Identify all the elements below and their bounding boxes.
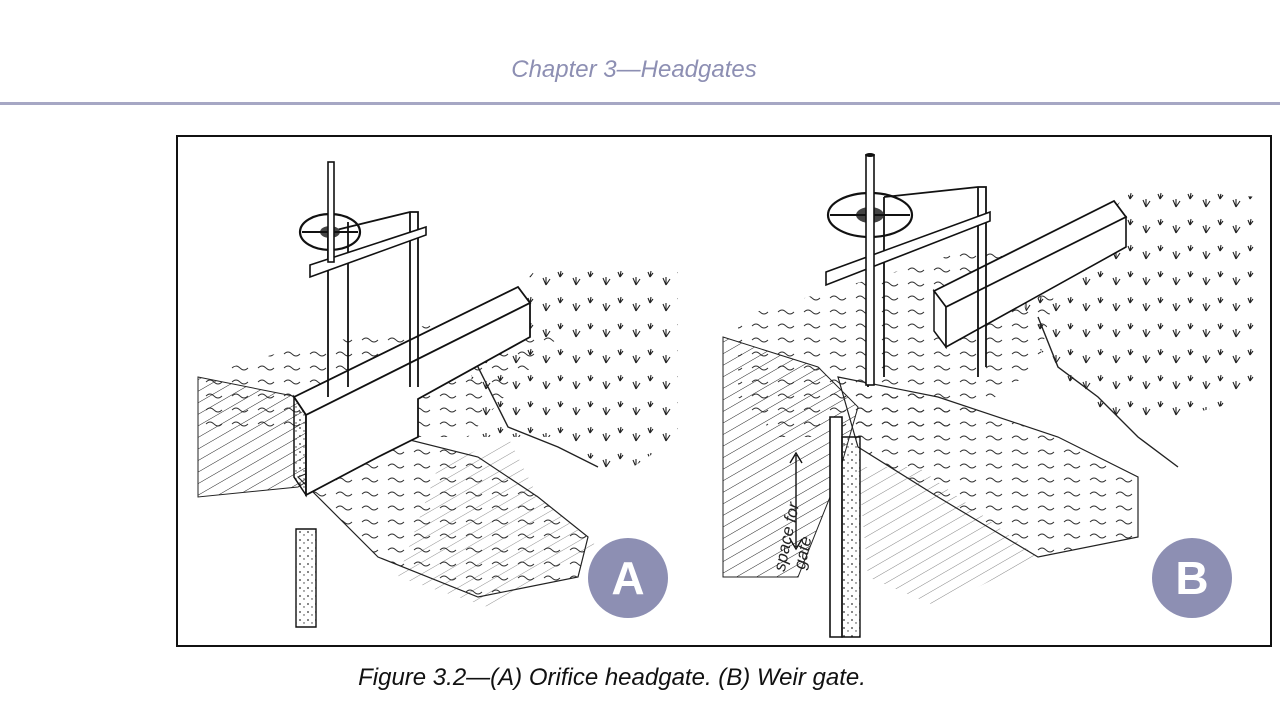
panel-a-badge: A (588, 538, 668, 618)
header-divider (0, 102, 1280, 105)
panel-b-badge: B (1152, 538, 1232, 618)
figure-frame: space for gate A B (176, 135, 1272, 647)
chapter-header: Chapter 3—Headgates (511, 56, 757, 83)
panel-b-drawing (722, 153, 1258, 638)
panel-a-drawing (197, 161, 678, 628)
figure-caption: Figure 3.2—(A) Orifice headgate. (B) Wei… (358, 664, 866, 691)
figure-illustration (197, 153, 1258, 638)
